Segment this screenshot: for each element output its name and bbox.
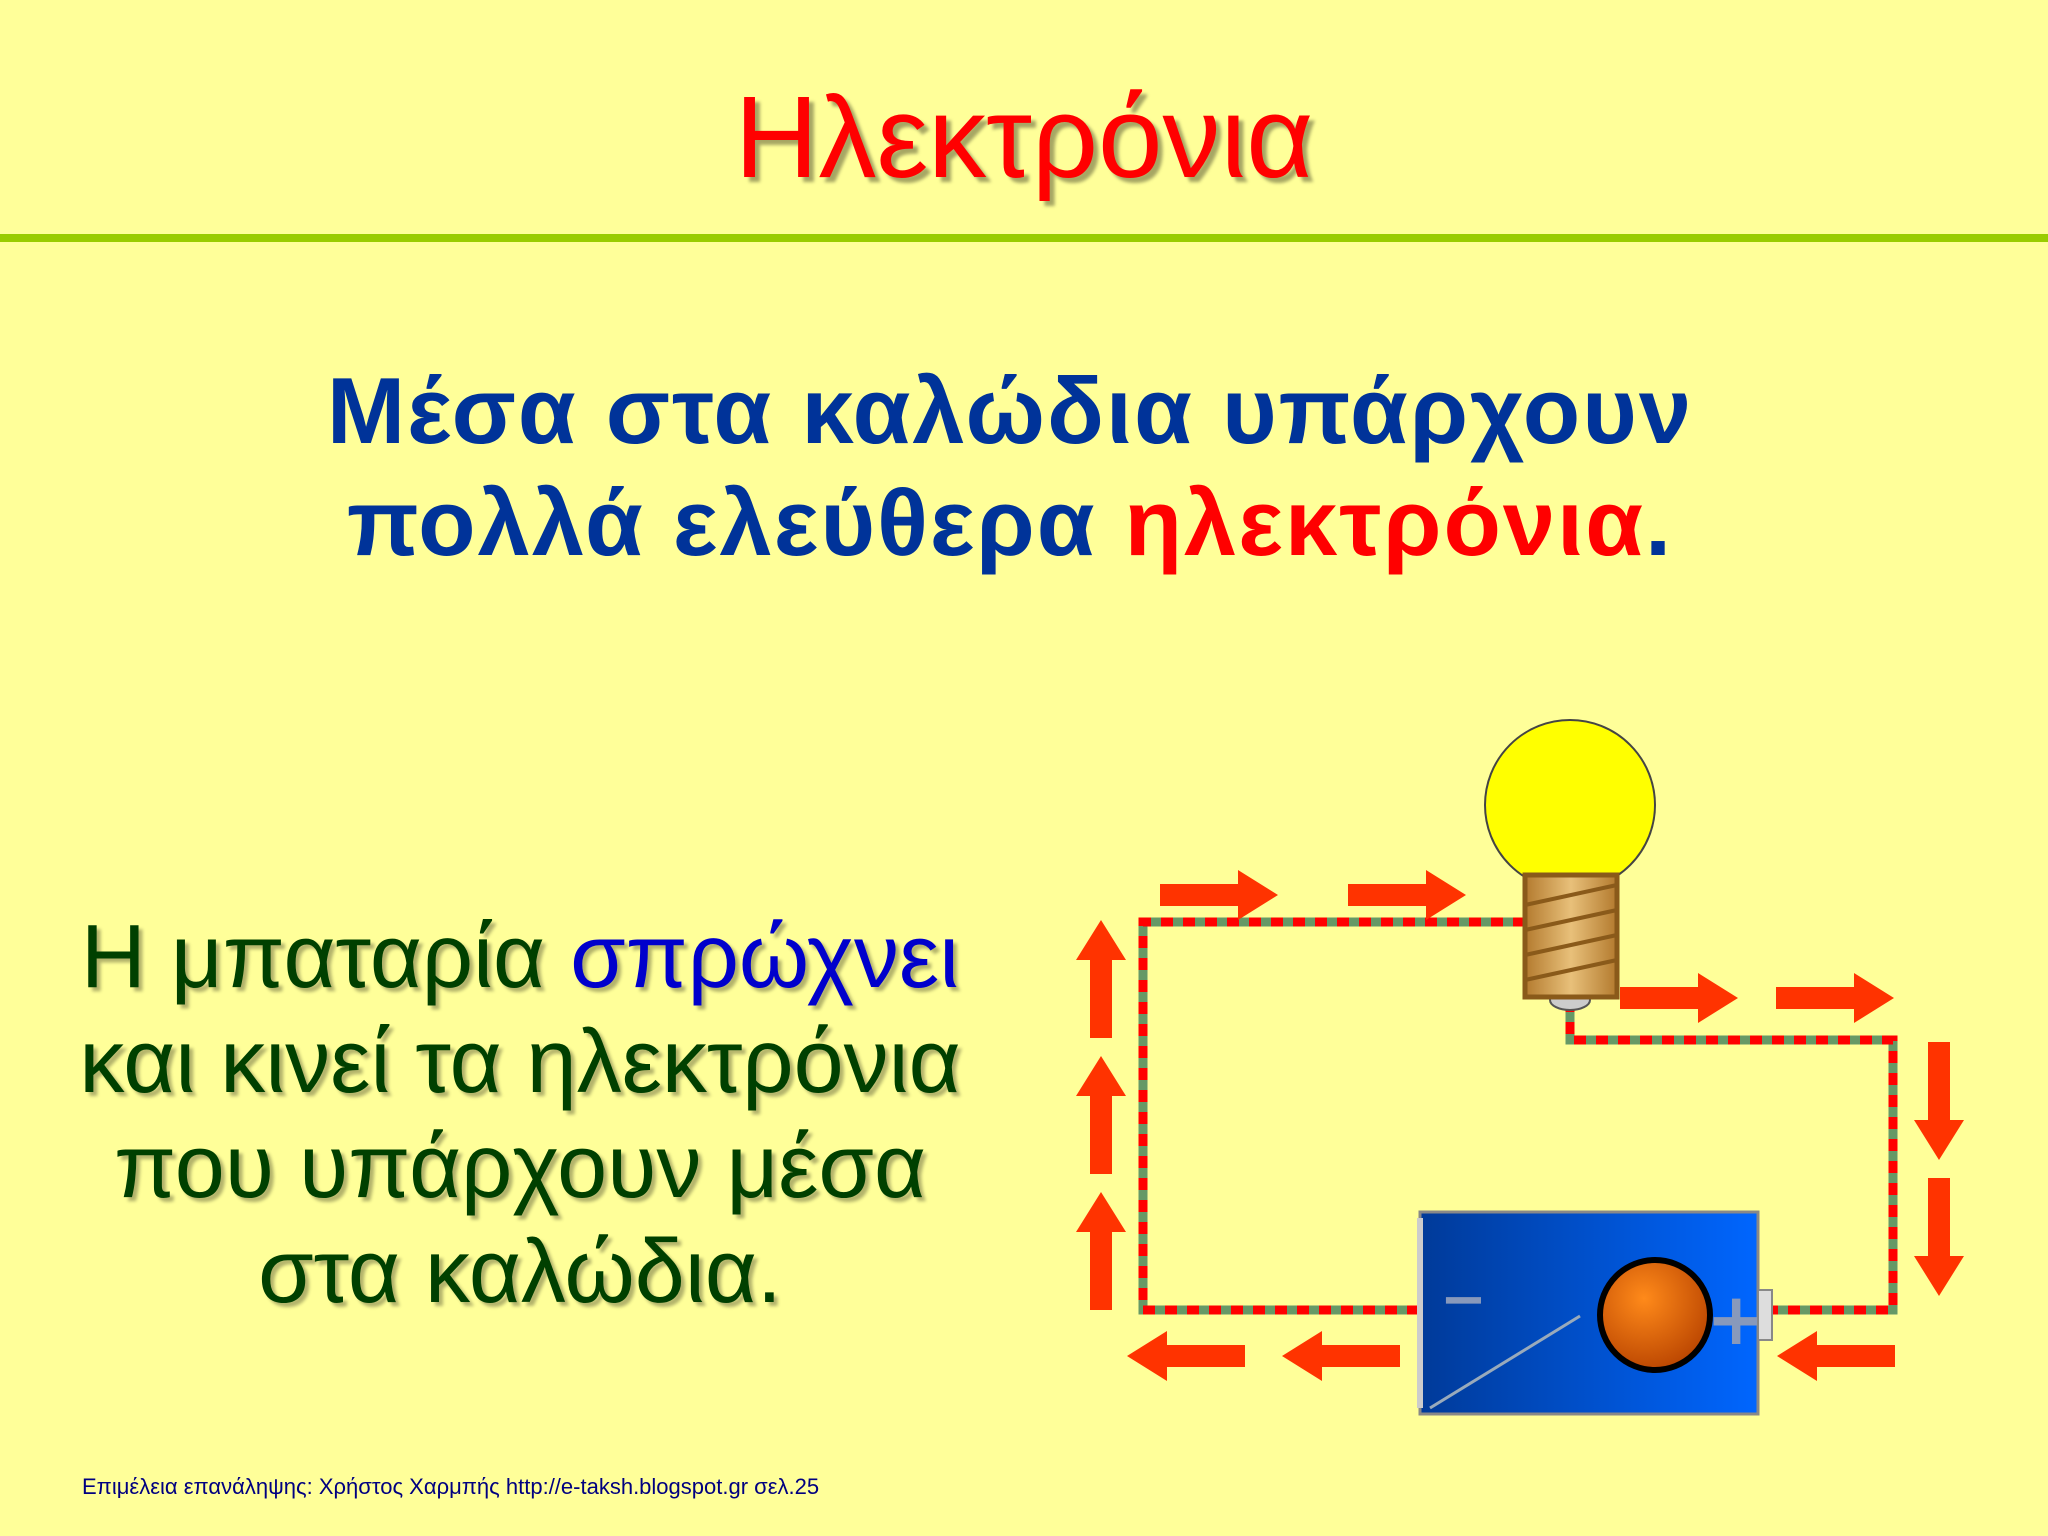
slide-title: Ηλεκτρόνια xyxy=(734,72,1314,202)
battery-explanation-line-1: Η μπαταρία σπρώχνει xyxy=(0,905,1040,1010)
arrow-down xyxy=(1914,1042,1964,1160)
battery-line1-prefix: Η μπαταρία xyxy=(80,907,571,1007)
battery-explanation-line-3: που υπάρχουν μέσα xyxy=(113,1117,927,1217)
battery-explanation: Η μπαταρία σπρώχνει και κινεί τα ηλεκτρό… xyxy=(0,905,1040,1325)
push-highlight: σπρώχνει xyxy=(570,907,960,1007)
battery: − + xyxy=(1417,1210,1773,1416)
battery-positive-cap xyxy=(1757,1289,1773,1341)
arrow-right xyxy=(1620,973,1738,1023)
main-line2-suffix: . xyxy=(1645,470,1674,575)
battery-terminal xyxy=(1597,1257,1713,1373)
footer-credit: Επιμέλεια επανάληψης: Χρήστος Χαρμπής ht… xyxy=(82,1474,820,1499)
main-statement: Μέσα στα καλώδια υπάρχουν πολλά ελεύθερα… xyxy=(160,355,1860,579)
battery-minus-sign: − xyxy=(1440,1267,1487,1332)
arrow-up xyxy=(1076,1056,1126,1174)
arrow-right xyxy=(1160,870,1278,920)
wire-red-dashes xyxy=(1138,917,1525,1315)
arrow-left xyxy=(1282,1331,1400,1381)
main-statement-line-1: Μέσα στα καλώδια υπάρχουν xyxy=(326,358,1694,463)
arrow-up xyxy=(1076,1192,1126,1310)
wire-loop xyxy=(1138,917,1898,1315)
current-arrows xyxy=(1076,870,1964,1381)
bulb-glass xyxy=(1484,719,1656,891)
arrow-down xyxy=(1914,1178,1964,1296)
socket-threads xyxy=(1524,883,1618,982)
arrow-up xyxy=(1076,920,1126,1038)
battery-explanation-line-2: και κινεί τα ηλεκτρόνια xyxy=(79,1012,961,1112)
arrow-left xyxy=(1777,1331,1895,1381)
arrow-left xyxy=(1127,1331,1245,1381)
light-bulb xyxy=(1484,719,1656,1011)
arrow-right xyxy=(1776,973,1894,1023)
battery-explanation-line-4: στα καλώδια. xyxy=(258,1222,782,1322)
main-line2-prefix: πολλά ελεύθερα xyxy=(346,470,1125,575)
title-divider xyxy=(0,234,2048,242)
arrow-right xyxy=(1348,870,1466,920)
electrons-highlight: ηλεκτρόνια xyxy=(1124,470,1646,575)
battery-shine xyxy=(1429,1314,1581,1410)
wire-red-dashes-right xyxy=(1565,1000,1898,1315)
main-statement-line-2: πολλά ελεύθερα ηλεκτρόνια. xyxy=(160,467,1860,579)
circuit-diagram: − + xyxy=(1076,719,1964,1416)
battery-plus-sign: + xyxy=(1706,1277,1766,1361)
